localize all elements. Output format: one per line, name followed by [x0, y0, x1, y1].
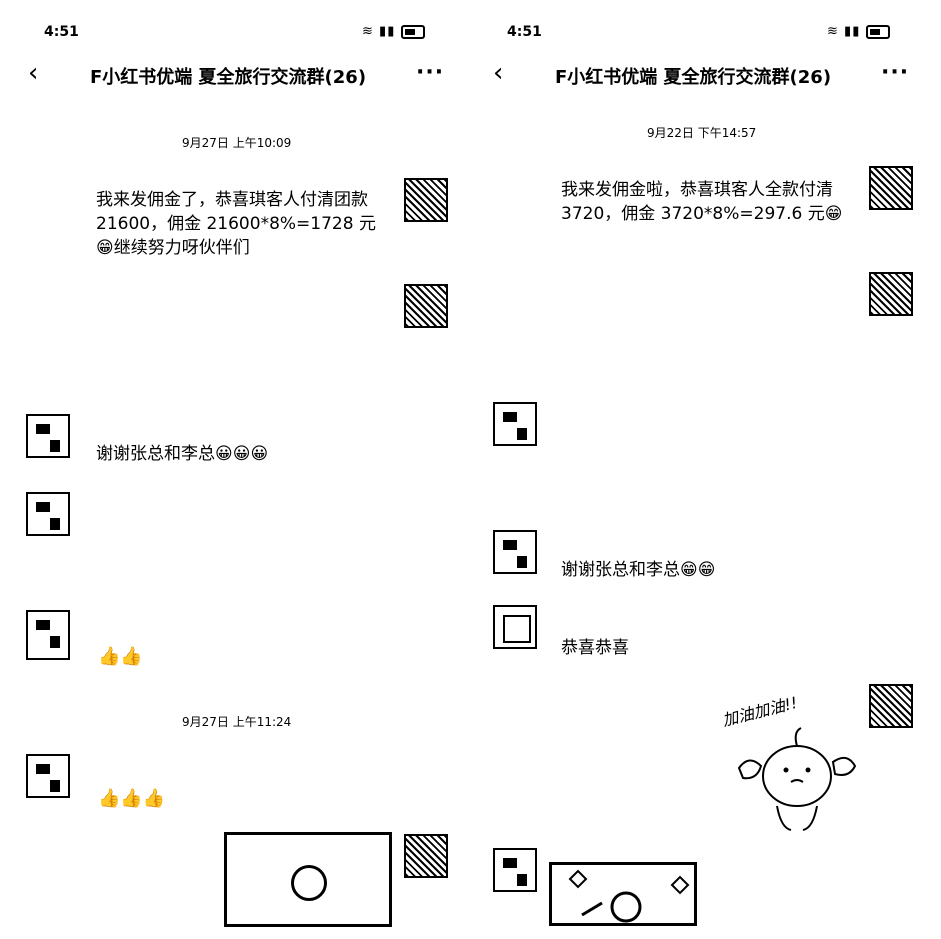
chat-message: 我来发佣金啦，恭喜琪客人全款付清 3720，佣金 3720*8%=297.6 元… [561, 180, 843, 224]
avatar[interactable] [869, 684, 913, 728]
back-button[interactable]: ‹ [493, 58, 504, 88]
avatar[interactable] [493, 530, 537, 574]
image-message[interactable] [549, 862, 697, 926]
avatar[interactable] [869, 272, 913, 316]
chat-message: 👍👍 [98, 646, 143, 667]
more-button[interactable]: ··· [881, 60, 910, 85]
avatar[interactable] [26, 754, 70, 798]
signal-icon: ▮▮ [844, 24, 861, 39]
right-chat-screenshot: 4:51 ≋ ▮▮ ‹ F小红书优端 夏全旅行交流群(26) ··· 9月22日… [471, 0, 941, 939]
message-timestamp: 9月22日 下午14:57 [647, 126, 757, 140]
avatar[interactable] [404, 834, 448, 878]
chat-title: F小红书优端 夏全旅行交流群(26) [90, 67, 367, 88]
chat-message: 恭喜恭喜 [561, 638, 629, 658]
status-time: 4:51 [507, 24, 542, 40]
chat-message: 👍👍👍 [98, 788, 166, 809]
message-timestamp: 9月27日 上午10:09 [182, 136, 292, 150]
sticker-character-icon [737, 727, 857, 831]
avatar[interactable] [26, 414, 70, 458]
chat-message: 谢谢张总和李总😀😀😀 [96, 444, 269, 464]
avatar[interactable] [404, 284, 448, 328]
left-chat-screenshot: 4:51 ≋ ▮▮ ‹ F小红书优端 夏全旅行交流群(26) ··· 9月27日… [0, 0, 470, 939]
chat-message: 谢谢张总和李总😁😁 [561, 560, 716, 580]
status-time: 4:51 [44, 24, 79, 40]
image-content-icon [568, 869, 690, 923]
wifi-icon: ≋ [827, 24, 839, 39]
chat-message: 我来发佣金了，恭喜琪客人付清团款 21600，佣金 21600*8%=1728 … [96, 190, 376, 258]
avatar[interactable] [404, 178, 448, 222]
avatar[interactable] [869, 166, 913, 210]
signal-icon: ▮▮ [379, 24, 396, 39]
battery-icon [865, 24, 890, 39]
avatar[interactable] [26, 492, 70, 536]
status-icons: ≋ ▮▮ [827, 24, 890, 39]
status-icons: ≋ ▮▮ [362, 24, 425, 39]
message-timestamp: 9月27日 上午11:24 [182, 715, 292, 729]
play-icon [291, 865, 327, 901]
wifi-icon: ≋ [362, 24, 374, 39]
back-button[interactable]: ‹ [28, 58, 39, 88]
video-message[interactable] [224, 832, 392, 927]
sticker-message[interactable]: 加油加油!! [720, 688, 871, 838]
avatar[interactable] [26, 610, 70, 660]
avatar[interactable] [493, 402, 537, 446]
chat-title: F小红书优端 夏全旅行交流群(26) [555, 67, 832, 88]
avatar[interactable] [493, 848, 537, 892]
avatar[interactable] [493, 605, 537, 649]
battery-icon [400, 24, 425, 39]
more-button[interactable]: ··· [416, 60, 445, 85]
